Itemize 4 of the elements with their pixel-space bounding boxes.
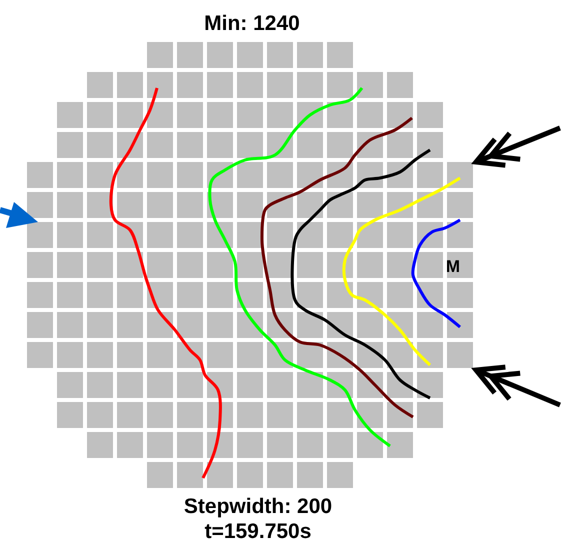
step-width-label: Stepwidth: 200 — [184, 496, 332, 517]
minimum-value-label: Min: 1240 — [204, 13, 300, 34]
map-marker-label: M — [446, 258, 460, 275]
time-label: t=159.750s — [204, 521, 312, 542]
